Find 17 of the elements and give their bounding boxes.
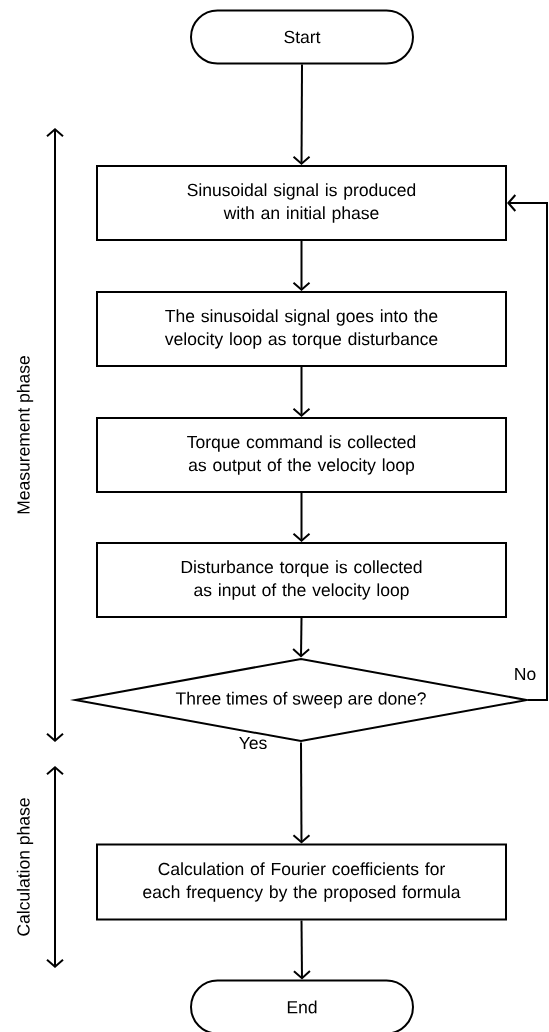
- process-box: Calculation of Fourier coefficients for each frequency by the proposed formula: [96, 843, 507, 921]
- process-box: Sinusoidal signal is produced with an initial phase: [96, 165, 507, 241]
- process-box: Disturbance torque is collected as input of the velocity loop: [96, 542, 507, 618]
- arrow: [292, 366, 311, 417]
- arrow: [292, 741, 311, 844]
- edge-label: No: [512, 666, 538, 682]
- arrow: [292, 63, 311, 165]
- process-box: The sinusoidal signal goes into the velocity loop as torque disturbance: [96, 291, 507, 367]
- phase-label: Calculation phase: [16, 798, 34, 936]
- arrow: [507, 194, 548, 701]
- edge-label: Yes: [237, 735, 269, 751]
- arrow: [292, 240, 311, 291]
- arrow: [292, 919, 311, 980]
- arrow: [292, 492, 311, 542]
- arrow: [292, 617, 311, 658]
- phase-label: Measurement phase: [16, 356, 34, 514]
- process-box: Torque command is collected as output of the velocity loop: [96, 417, 507, 493]
